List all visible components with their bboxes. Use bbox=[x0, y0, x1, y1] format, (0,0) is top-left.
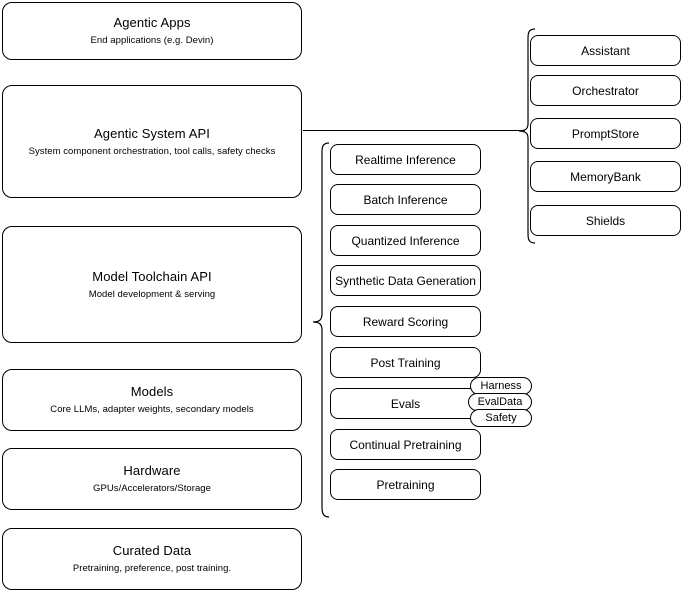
component-label: Synthetic Data Generation bbox=[335, 273, 476, 288]
stack-layer-subtitle: GPUs/Accelerators/Storage bbox=[93, 483, 211, 494]
component-label: Pretraining bbox=[376, 477, 435, 492]
stack-layer-subtitle: Core LLMs, adapter weights, secondary mo… bbox=[50, 404, 254, 415]
subcomponent-label: Safety bbox=[485, 411, 517, 424]
evals-subcomponent-harness[interactable]: Harness bbox=[470, 377, 532, 395]
connector-agentic-system-to-components bbox=[303, 130, 525, 131]
toolchain-component-synthetic-data-generation[interactable]: Synthetic Data Generation bbox=[330, 265, 481, 296]
component-label: Quantized Inference bbox=[351, 233, 460, 248]
toolchain-component-evals[interactable]: Evals bbox=[330, 388, 481, 419]
toolchain-component-batch-inference[interactable]: Batch Inference bbox=[330, 184, 481, 215]
subcomponent-label: Harness bbox=[480, 379, 522, 392]
toolchain-component-continual-pretraining[interactable]: Continual Pretraining bbox=[330, 429, 481, 460]
stack-layer-agentic-apps[interactable]: Agentic Apps End applications (e.g. Devi… bbox=[2, 2, 302, 60]
stack-layer-title: Model Toolchain API bbox=[92, 268, 212, 284]
stack-layer-title: Models bbox=[130, 384, 174, 399]
agentic-component-promptstore[interactable]: PromptStore bbox=[530, 118, 681, 149]
component-label: Realtime Inference bbox=[355, 152, 456, 167]
component-label: Continual Pretraining bbox=[349, 437, 462, 452]
evals-subcomponent-evaldata[interactable]: EvalData bbox=[468, 393, 532, 411]
toolchain-component-reward-scoring[interactable]: Reward Scoring bbox=[330, 306, 481, 337]
stack-layer-subtitle: Model development & serving bbox=[88, 288, 216, 300]
stack-layer-title: Curated Data bbox=[112, 543, 192, 558]
toolchain-component-realtime-inference[interactable]: Realtime Inference bbox=[330, 144, 481, 175]
stack-layer-agentic-system-api[interactable]: Agentic System API System component orch… bbox=[2, 85, 302, 198]
agentic-component-shields[interactable]: Shields bbox=[530, 205, 681, 236]
component-label: Batch Inference bbox=[363, 192, 448, 207]
component-label: MemoryBank bbox=[570, 169, 641, 184]
stack-layer-models[interactable]: Models Core LLMs, adapter weights, secon… bbox=[2, 369, 302, 431]
toolchain-component-post-training[interactable]: Post Training bbox=[330, 347, 481, 378]
agentic-component-orchestrator[interactable]: Orchestrator bbox=[530, 75, 681, 106]
stack-layer-title: Agentic Apps bbox=[113, 15, 191, 30]
brace-agentic-system bbox=[518, 28, 536, 244]
component-label: PromptStore bbox=[571, 126, 640, 141]
stack-layer-hardware[interactable]: Hardware GPUs/Accelerators/Storage bbox=[2, 448, 302, 510]
component-label: Reward Scoring bbox=[362, 314, 449, 329]
component-label: Assistant bbox=[581, 43, 630, 58]
toolchain-component-quantized-inference[interactable]: Quantized Inference bbox=[330, 225, 481, 256]
stack-layer-subtitle: Pretraining, preference, post training. bbox=[72, 563, 232, 574]
stack-layer-title: Agentic System API bbox=[94, 125, 210, 141]
component-label: Evals bbox=[390, 396, 421, 411]
stack-layer-subtitle: System component orchestration, tool cal… bbox=[28, 145, 276, 157]
evals-subcomponent-safety[interactable]: Safety bbox=[470, 409, 532, 427]
agentic-component-assistant[interactable]: Assistant bbox=[530, 35, 681, 66]
brace-toolchain bbox=[312, 142, 330, 518]
toolchain-component-pretraining[interactable]: Pretraining bbox=[330, 469, 481, 500]
stack-layer-model-toolchain-api[interactable]: Model Toolchain API Model development & … bbox=[2, 226, 302, 343]
subcomponent-label: EvalData bbox=[477, 395, 523, 408]
component-label: Orchestrator bbox=[572, 83, 639, 98]
stack-layer-subtitle: End applications (e.g. Devin) bbox=[90, 35, 214, 46]
agentic-component-memorybank[interactable]: MemoryBank bbox=[530, 161, 681, 192]
component-label: Post Training bbox=[370, 355, 441, 370]
stack-layer-curated-data[interactable]: Curated Data Pretraining, preference, po… bbox=[2, 528, 302, 590]
component-label: Shields bbox=[585, 213, 626, 228]
stack-layer-title: Hardware bbox=[123, 463, 181, 478]
